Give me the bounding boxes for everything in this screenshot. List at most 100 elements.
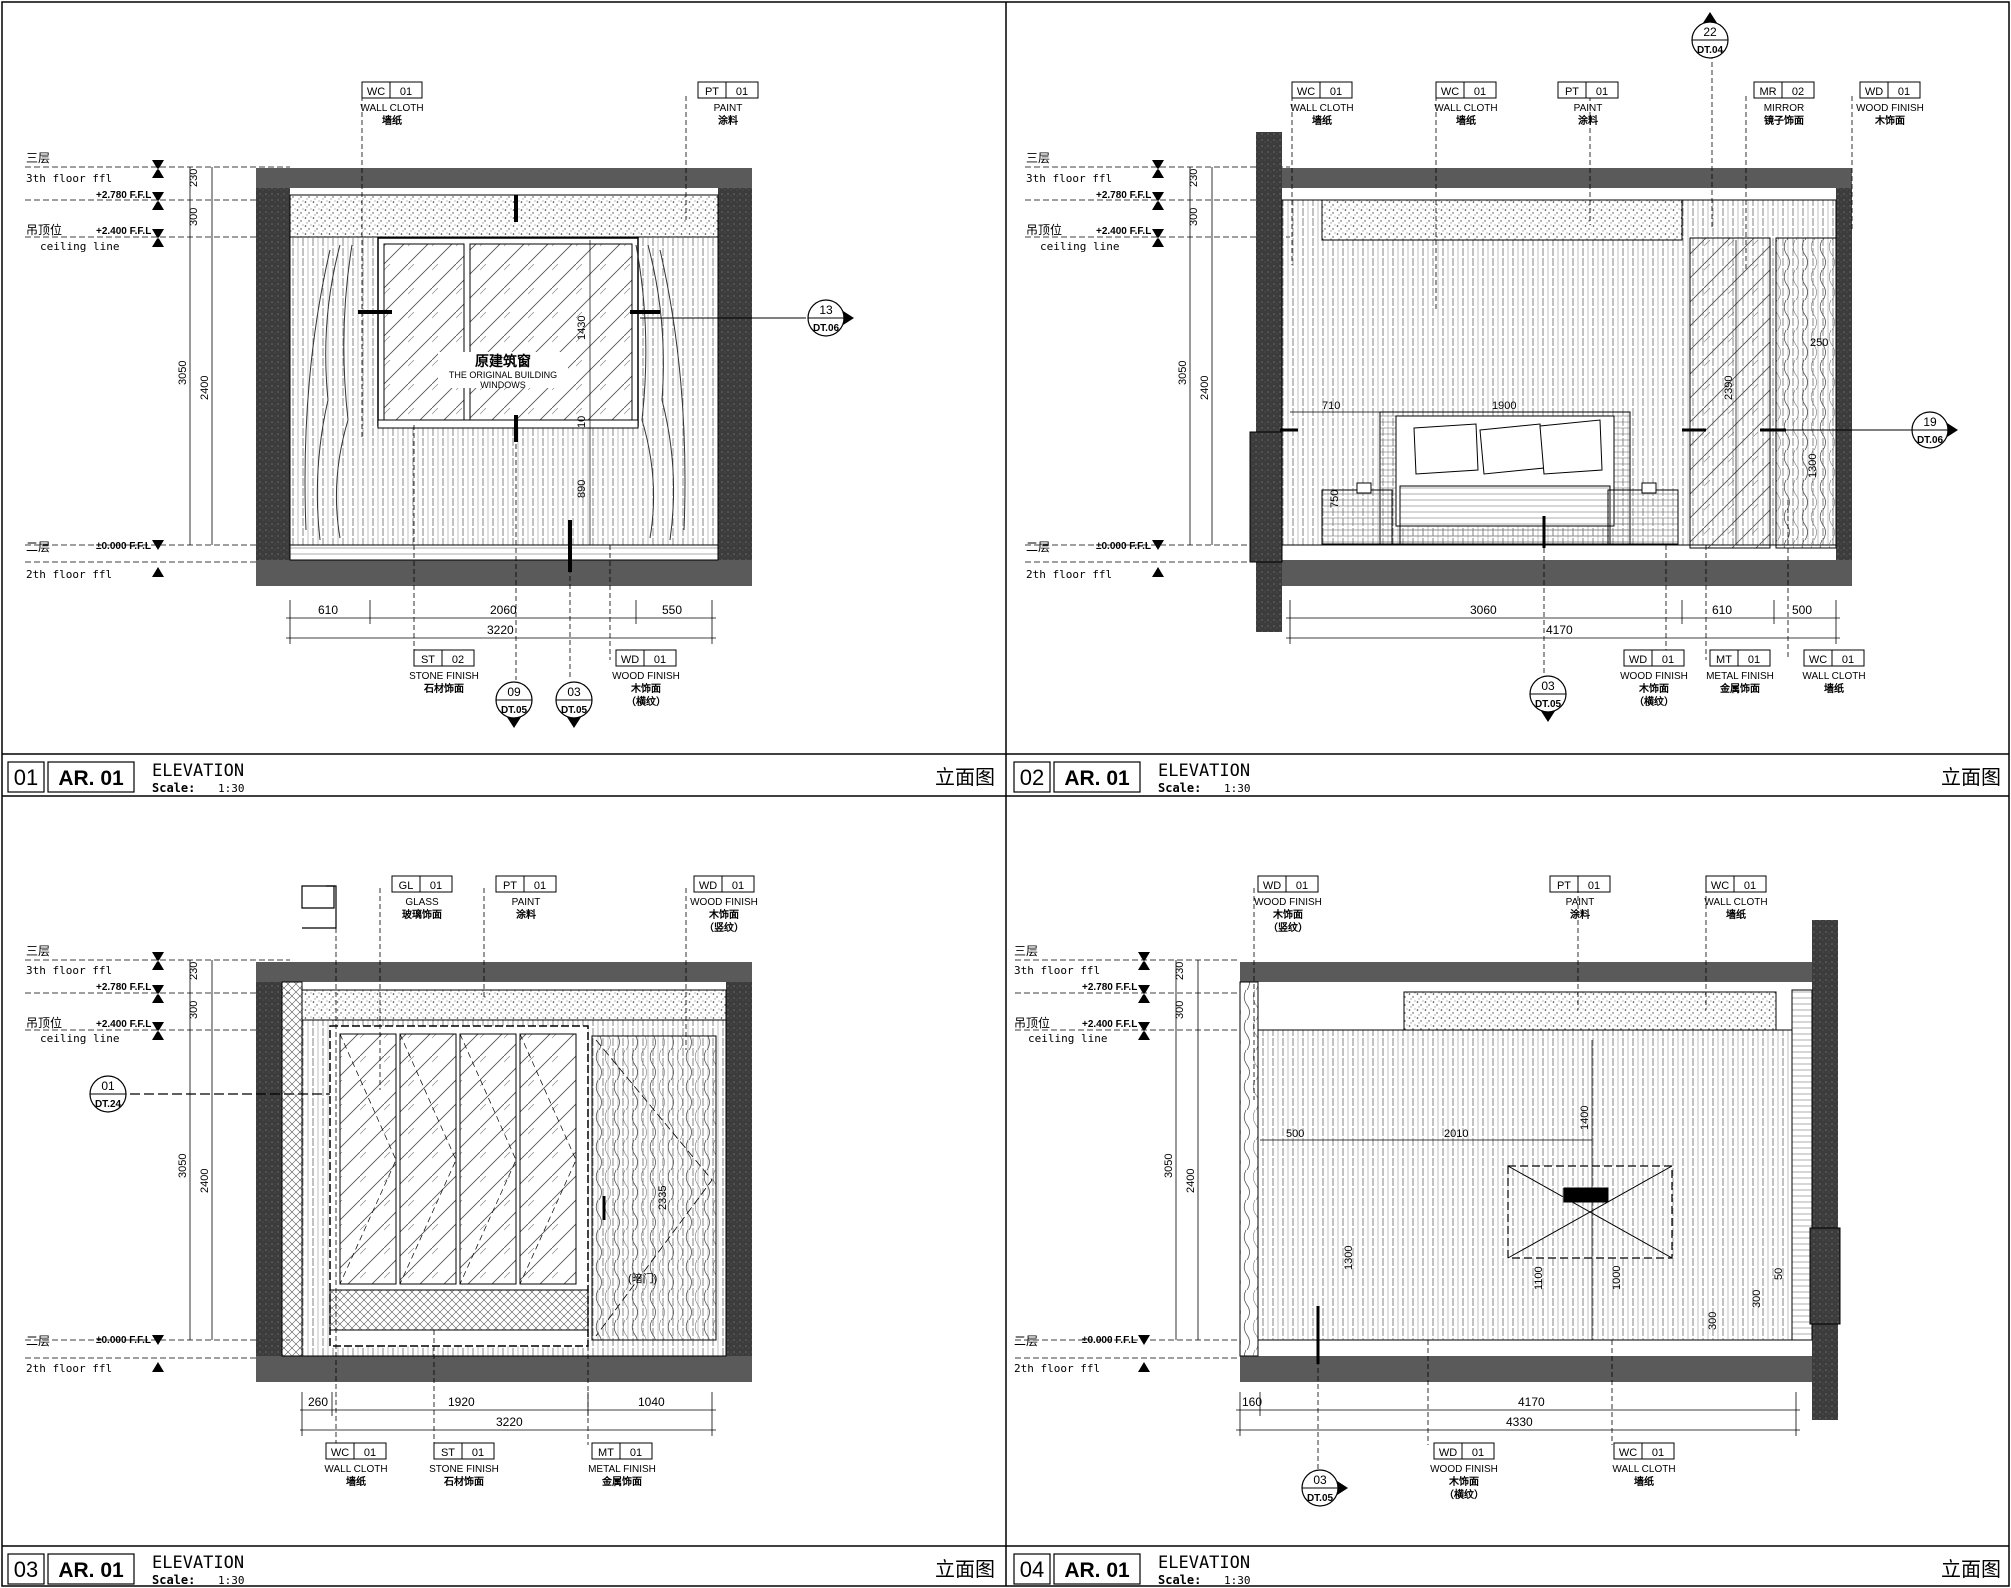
elevation-04: 三层 3th floor ffl +2.780 F.F.L 吊顶位 ceilin… (1014, 888, 1841, 1470)
tag-name-cn: 墙纸 (1824, 682, 1844, 695)
svg-text:3220: 3220 (496, 1415, 523, 1429)
svg-text:+2.780 F.F.L: +2.780 F.F.L (1096, 190, 1151, 201)
svg-text:±0.000 F.F.L: ±0.000 F.F.L (1096, 541, 1151, 552)
tag-name-cn: 木饰面 (708, 908, 739, 921)
tag-number: 01 (1296, 880, 1308, 892)
svg-text:1920: 1920 (448, 1395, 475, 1409)
svg-text:二层: 二层 (1026, 540, 1050, 554)
horizontal-dimensions: 260 1920 1040 3220 (300, 1392, 716, 1436)
svg-text:2335: 2335 (657, 1186, 669, 1210)
svg-text:3th floor ffl: 3th floor ffl (1014, 964, 1100, 977)
tag-code: PT (1557, 880, 1571, 892)
tag-number: 01 (654, 654, 666, 666)
svg-text:三层: 三层 (1026, 151, 1050, 165)
callout-sheet-ref: DT.05 (561, 705, 588, 716)
svg-text:+2.780 F.F.L: +2.780 F.F.L (1082, 982, 1137, 993)
tag-number: 01 (1588, 880, 1600, 892)
svg-text:300: 300 (1707, 1312, 1719, 1330)
view-title: ELEVATION (1158, 1553, 1250, 1573)
svg-text:1900: 1900 (1492, 400, 1516, 412)
svg-text:250: 250 (1810, 337, 1828, 349)
hidden-door-note: (暗门) (628, 1271, 657, 1285)
tag-number: 01 (732, 880, 744, 892)
svg-text:2060: 2060 (490, 603, 517, 617)
level-markers: 三层 3th floor ffl +2.780 F.F.L 吊顶位 ceilin… (25, 151, 290, 581)
interior-dims: 710 1900 2390 250 1300 750 (1290, 240, 1828, 545)
window-label-en1: THE ORIGINAL BUILDING (449, 370, 557, 380)
svg-text:300: 300 (188, 1001, 200, 1019)
window-sill (1249, 431, 1283, 563)
tag-name-en: PAINT (512, 897, 541, 908)
level-markers: 三层 3th floor ffl +2.780 F.F.L 吊顶位 ceilin… (25, 944, 290, 1375)
tag-name-en: WOOD FINISH (1254, 897, 1322, 908)
callout-number: 03 (1313, 1473, 1327, 1487)
callout-number: 01 (101, 1079, 115, 1093)
elevation-02: 三层 3th floor ffl +2.780 F.F.L 吊顶位 ceilin… (1025, 46, 1930, 680)
svg-text:300: 300 (1174, 1001, 1186, 1019)
tag-name-cn: 石材饰面 (443, 1475, 484, 1488)
level-floor3-val: +2.780 F.F.L (96, 190, 151, 201)
tag-name-cn: 涂料 (718, 114, 738, 127)
hidden-door-panel (591, 1035, 717, 1341)
vertical-dimensions: 230 300 3050 2400 (177, 960, 213, 1340)
tag-code: PT (503, 880, 517, 892)
svg-text:500: 500 (1792, 603, 1812, 617)
tag-number: 01 (1744, 880, 1756, 892)
view-title: ELEVATION (1158, 761, 1250, 781)
svg-text:+2.780 F.F.L: +2.780 F.F.L (96, 982, 151, 993)
tag-name-en: PAINT (714, 103, 743, 114)
svg-text:三层: 三层 (26, 944, 50, 958)
svg-text:1300: 1300 (1807, 454, 1819, 478)
tag-code: WD (1629, 654, 1647, 666)
tag-name-cn: 木饰面 (1638, 682, 1669, 695)
svg-text:三层: 三层 (1014, 944, 1038, 958)
tag-name-en: PAINT (1566, 897, 1595, 908)
svg-text:3050: 3050 (177, 361, 189, 385)
svg-text:10: 10 (576, 416, 588, 428)
svg-text:ceiling line: ceiling line (1040, 240, 1119, 253)
tag-number: 01 (1748, 654, 1760, 666)
tag-leaders (1291, 46, 1853, 680)
svg-text:550: 550 (662, 603, 682, 617)
tag-name-en: WALL CLOTH (324, 1464, 387, 1475)
tag-name-cn: 墙纸 (346, 1475, 366, 1488)
tag-name-cn: 墙纸 (1726, 908, 1746, 921)
interior-dims: 1430 890 10 (576, 240, 591, 545)
tag-name-cn: 木饰面 (1272, 908, 1303, 921)
tag-name-cn: 墙纸 (1456, 114, 1476, 127)
svg-text:ceiling line: ceiling line (40, 1032, 119, 1045)
view-number: 02 (1020, 765, 1044, 790)
scale-label: Scale: (152, 1573, 195, 1587)
svg-text:3050: 3050 (1177, 361, 1189, 385)
tag-name-en: WALL CLOTH (1290, 103, 1353, 114)
callout-sheet-ref: DT.05 (501, 705, 528, 716)
callout-sheet-ref: DT.04 (1697, 45, 1724, 56)
tag-number: 01 (1474, 86, 1486, 98)
tag-name-en: WOOD FINISH (1620, 671, 1688, 682)
svg-text:+2.400 F.F.L: +2.400 F.F.L (96, 1019, 151, 1030)
tag-name-en: WALL CLOTH (1612, 1464, 1675, 1475)
original-window: 原建筑窗 THE ORIGINAL BUILDING WINDOWS (377, 237, 639, 429)
tag-name-en: WALL CLOTH (1434, 103, 1497, 114)
tag-number: 01 (1652, 1447, 1664, 1459)
svg-text:2400: 2400 (199, 1169, 211, 1193)
svg-text:2390: 2390 (1723, 376, 1735, 400)
tag-name-en: STONE FINISH (429, 1464, 499, 1475)
svg-text:±0.000 F.F.L: ±0.000 F.F.L (1082, 1335, 1137, 1346)
tag-code: WD (1263, 880, 1281, 892)
tag-number: 01 (1662, 654, 1674, 666)
tag-name-cn: 玻璃饰面 (402, 908, 442, 921)
tag-name-cn: 墙纸 (1634, 1475, 1654, 1488)
elevation-01: 三层 3th floor ffl +2.780 F.F.L 吊顶位 ceilin… (25, 96, 806, 680)
tag-code: WC (1619, 1447, 1637, 1459)
tag-code: WC (1297, 86, 1315, 98)
